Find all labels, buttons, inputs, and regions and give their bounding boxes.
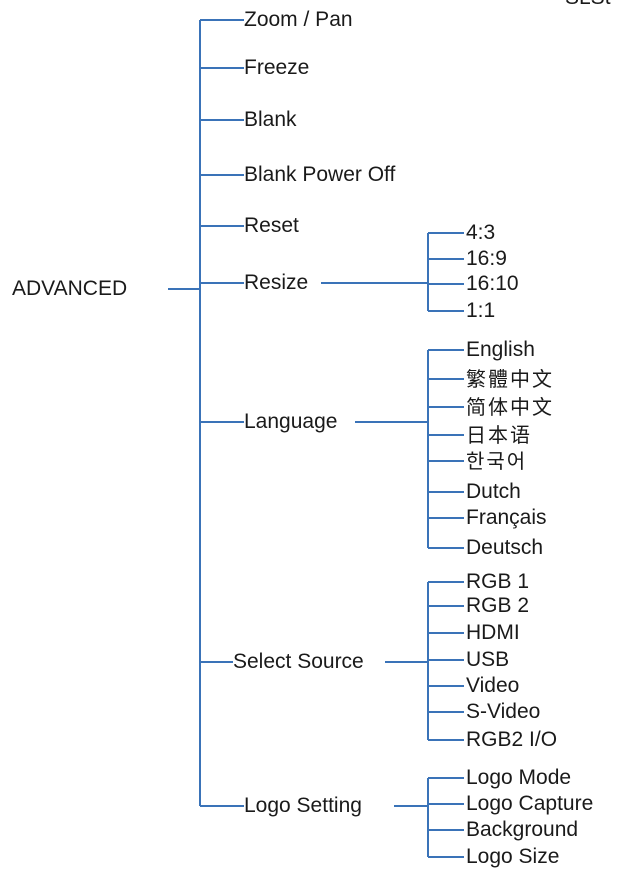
menu-item-freeze: Freeze (244, 56, 310, 79)
root-node-advanced: ADVANCED (12, 277, 128, 300)
submenu-item-language-5: Dutch (466, 480, 521, 503)
submenu-item-select-source-5: S-Video (466, 700, 541, 723)
submenu-item-logo-setting-0: Logo Mode (466, 766, 572, 789)
menu-item-select-source: Select Source (233, 650, 364, 673)
submenu-item-language-4: 한국어 (466, 449, 528, 473)
menu-item-blank: Blank (244, 108, 297, 131)
menu-item-logo-setting: Logo Setting (244, 794, 362, 817)
submenu-item-language-3: 日本语 (466, 423, 532, 447)
submenu-item-resize-2: 16:10 (466, 272, 519, 295)
submenu-item-language-1: 繁體中文 (466, 367, 554, 391)
corner-text: SLSt (565, 0, 611, 10)
submenu-item-resize-0: 4:3 (466, 221, 496, 244)
menu-item-language: Language (244, 410, 338, 433)
submenu-item-logo-setting-1: Logo Capture (466, 792, 594, 815)
menu-item-zoom-pan: Zoom / Pan (244, 8, 353, 31)
submenu-item-resize-1: 16:9 (466, 247, 507, 270)
submenu-item-select-source-4: Video (466, 674, 520, 697)
submenu-item-logo-setting-3: Logo Size (466, 845, 560, 868)
submenu-item-select-source-0: RGB 1 (466, 570, 530, 593)
menu-item-blank-power-off: Blank Power Off (244, 163, 396, 186)
submenu-item-language-2: 简体中文 (466, 395, 554, 419)
submenu-item-select-source-1: RGB 2 (466, 594, 530, 617)
submenu-item-select-source-3: USB (466, 648, 510, 671)
submenu-item-language-0: English (466, 338, 535, 361)
submenu-item-select-source-6: RGB2 I/O (466, 728, 558, 751)
submenu-item-language-6: Français (466, 506, 547, 529)
submenu-item-resize-3: 1:1 (466, 299, 496, 322)
menu-item-resize: Resize (244, 271, 309, 294)
menu-item-reset: Reset (244, 214, 299, 237)
submenu-item-select-source-2: HDMI (466, 621, 520, 644)
submenu-item-language-7: Deutsch (466, 536, 544, 559)
submenu-item-logo-setting-2: Background (466, 818, 579, 841)
